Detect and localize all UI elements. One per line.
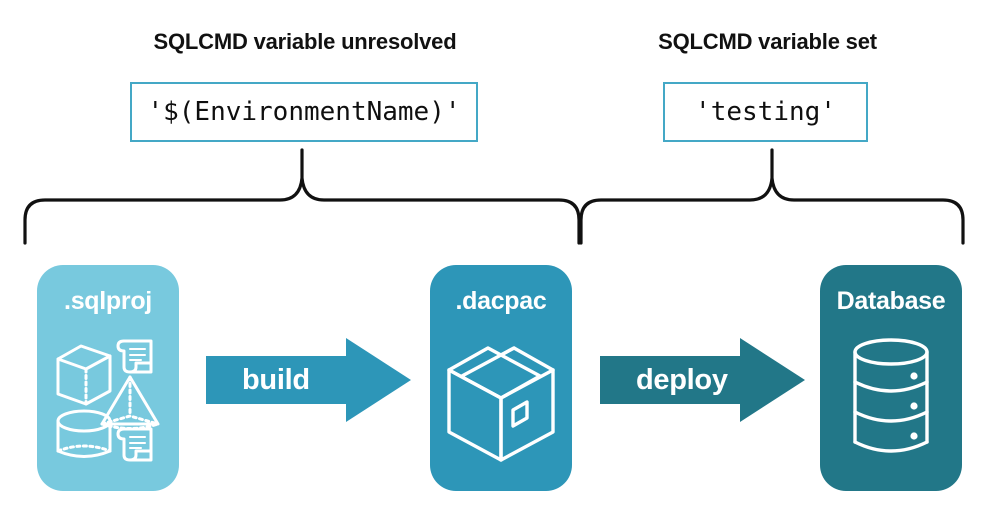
scroll-script-bottom-icon [116,427,153,462]
arrow-deploy[interactable]: deploy [600,336,805,424]
package-box-icon [430,323,572,475]
code-box-resolved-variable: 'testing' [663,82,868,142]
sql-project-objects-icon [37,323,179,475]
brace-deploy-scope-shape [579,148,965,245]
database-cylinder-shape [853,338,929,453]
database-cylinder-icon [820,323,962,475]
scroll-script-top-icon [116,339,153,374]
arrow-build[interactable]: build [206,336,411,424]
cube-wireframe-icon [56,344,112,406]
package-box-shape [447,346,555,462]
arrow-build-label: build [242,363,310,396]
stage-box-sqlproj[interactable]: .sqlproj [37,265,179,491]
brace-build-scope-icon [22,148,582,245]
arrow-build-shape [206,338,411,422]
arrow-deploy-label: deploy [636,363,728,396]
heading-sqlcmd-variable-set: SQLCMD variable set [658,29,877,54]
arrow-deploy-shape [600,338,805,422]
stage-box-sqlproj-label: .sqlproj [64,287,152,315]
database-status-dots [910,372,918,440]
code-text-resolved-variable: 'testing' [695,97,836,127]
stage-box-database-label: Database [836,287,946,315]
cylinder-wireframe-icon [56,409,112,458]
code-text-unresolved-variable: '$(EnvironmentName)' [147,97,461,127]
code-box-unresolved-variable: '$(EnvironmentName)' [130,82,478,142]
stage-box-dacpac-label: .dacpac [455,287,547,315]
heading-sqlcmd-variable-unresolved: SQLCMD variable unresolved [153,29,457,54]
stage-box-database[interactable]: Database [820,265,962,491]
brace-build-scope-shape [23,148,581,245]
sql-project-objects-shapes [56,339,160,462]
brace-deploy-scope-icon [578,148,966,245]
stage-box-dacpac[interactable]: .dacpac [430,265,572,491]
